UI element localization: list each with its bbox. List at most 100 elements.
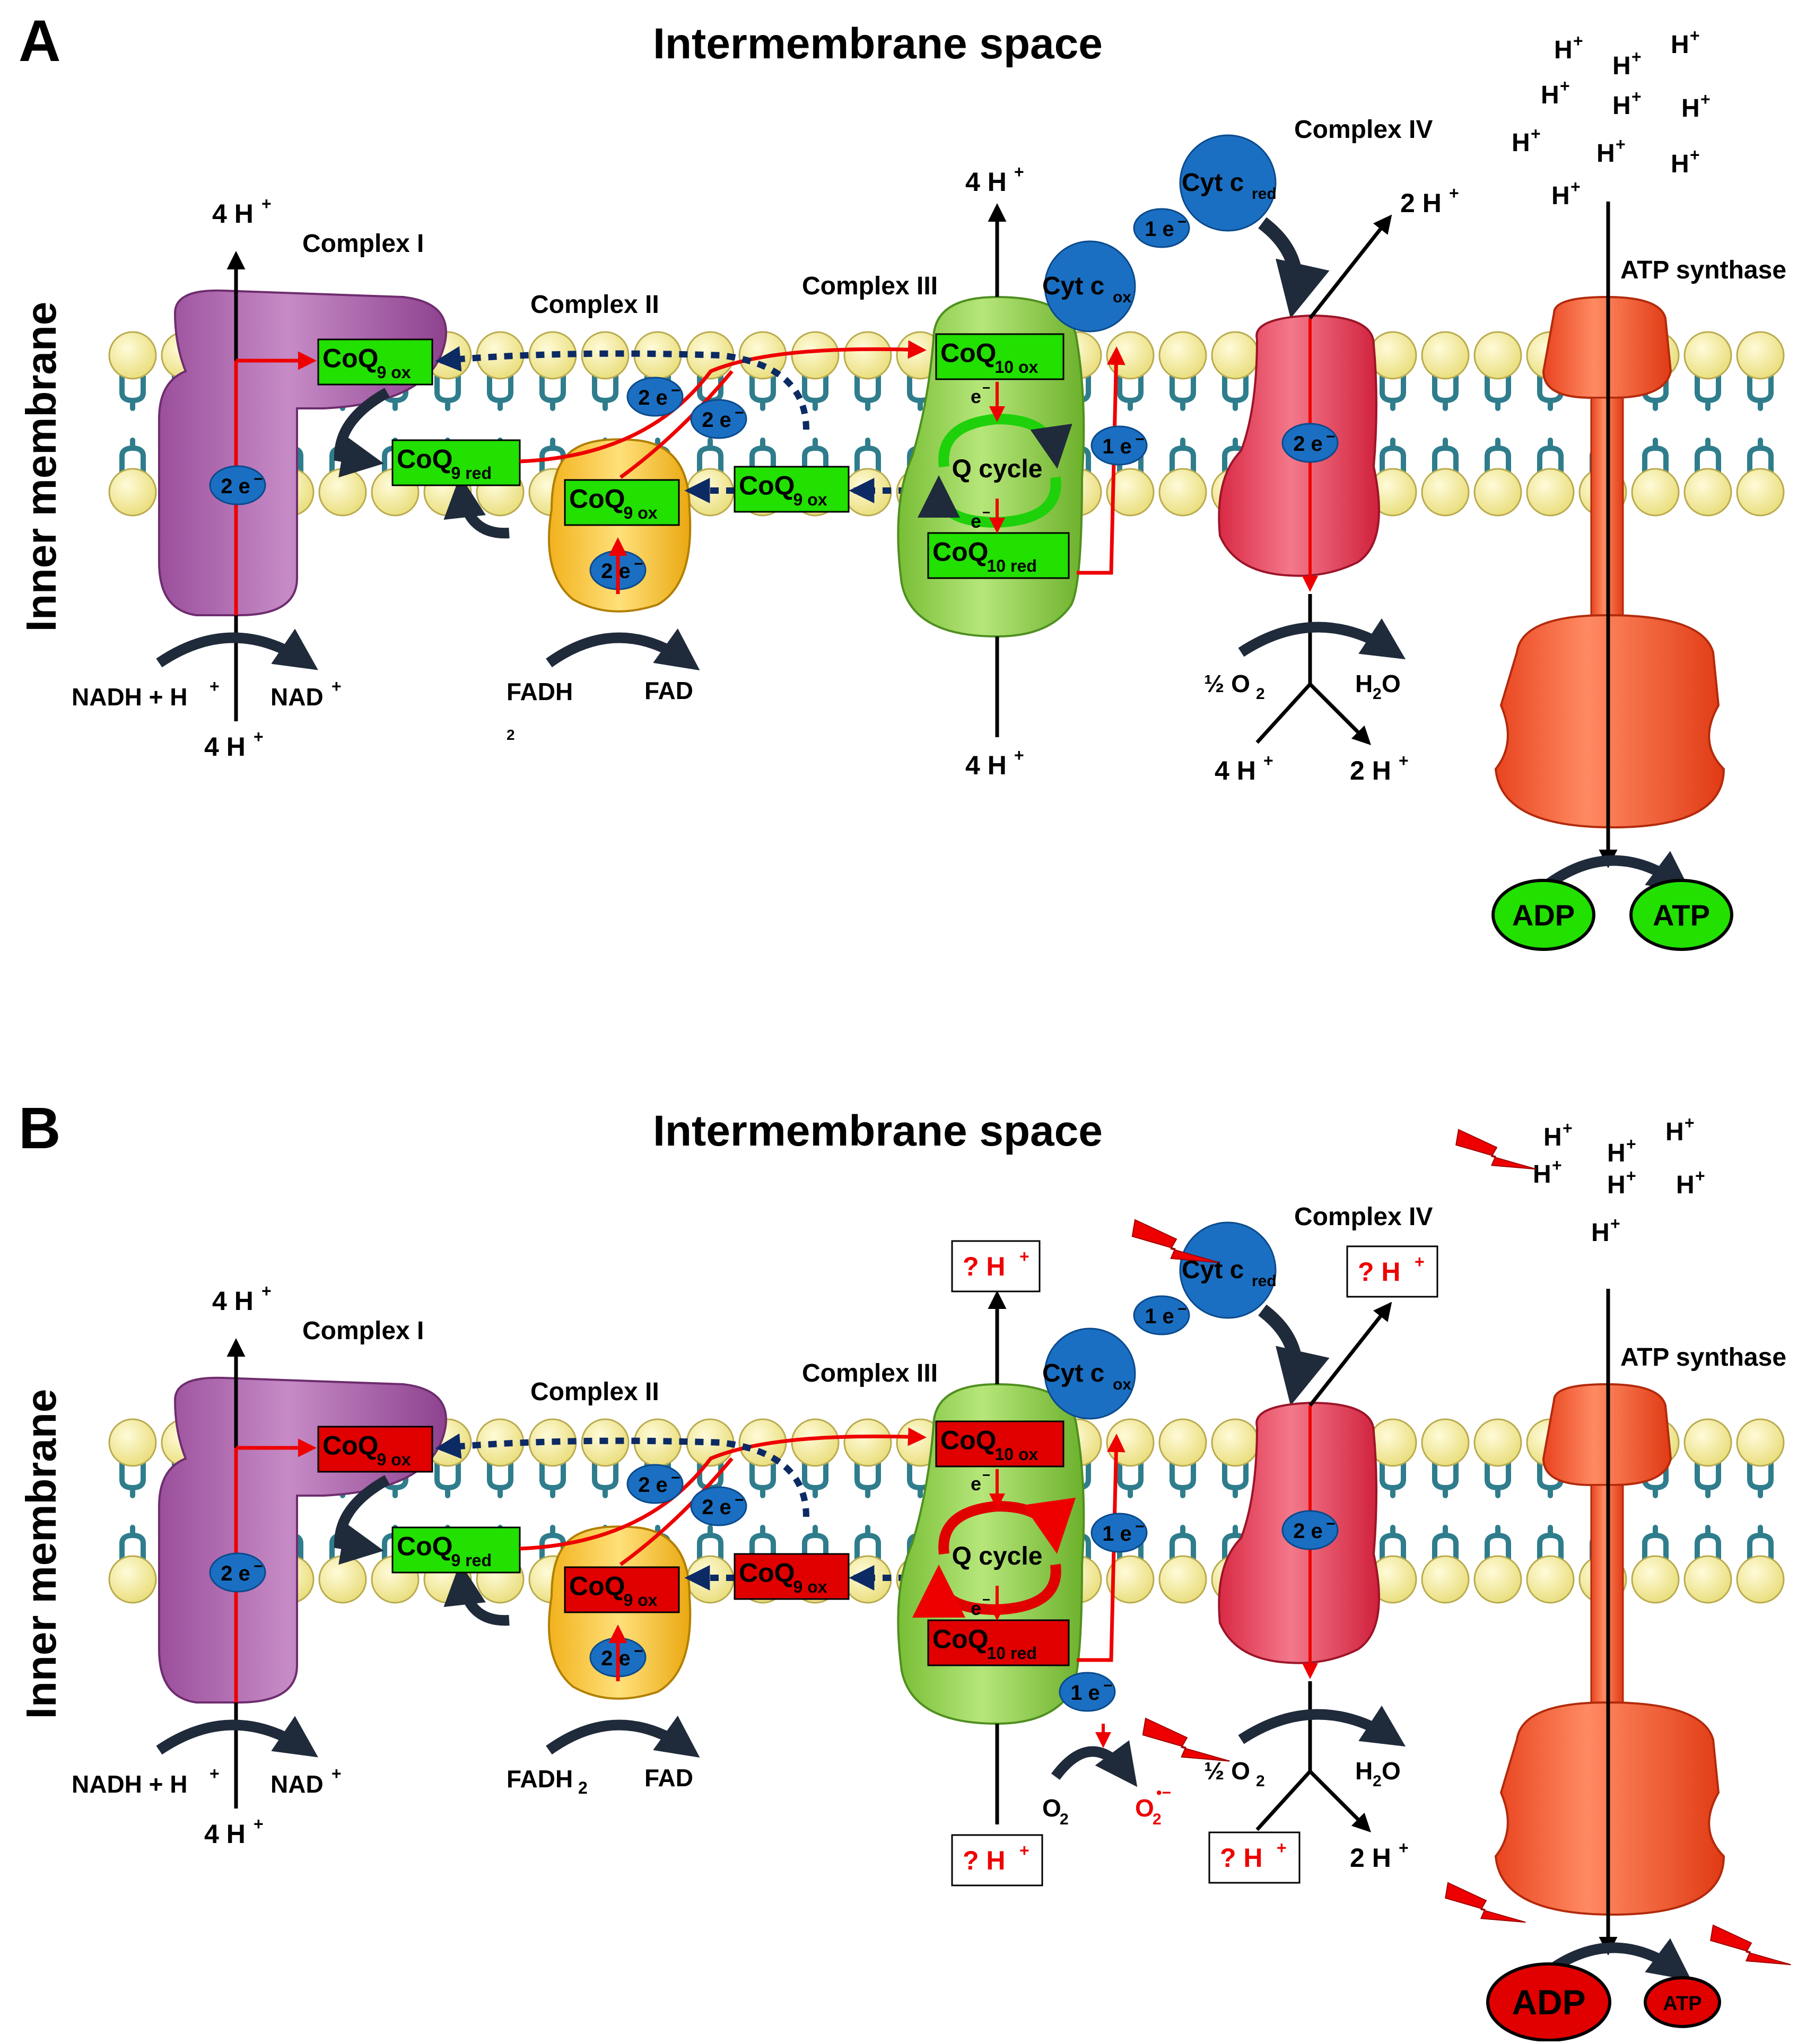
plus-sign: + [210, 677, 220, 696]
lipid-head-inner [1526, 468, 1575, 517]
electron-charge: − [1135, 1518, 1145, 1535]
lipid-tail-lower [1537, 1525, 1564, 1567]
q-cycle-label: Q cycle [952, 455, 1043, 483]
coq-rect [564, 479, 680, 526]
complex-ii-to-complex-iii-path [619, 370, 734, 479]
oxygen-to-water-arrow [1238, 1705, 1406, 1747]
intermembrane-space-title: Intermembrane space [653, 1107, 1103, 1155]
lipid-head-inner [1473, 468, 1522, 517]
electron-label: 2 e [702, 1496, 731, 1519]
coq-rect [927, 1619, 1070, 1666]
o2-subscript: 2 [1256, 685, 1265, 703]
lipid-head-inner [1631, 1555, 1680, 1604]
complex-iii-label: Complex III [802, 1359, 938, 1387]
electron-oval [690, 1486, 747, 1526]
electron-badge: 1 e− [1090, 1513, 1148, 1553]
lipid-head-outer [1421, 331, 1470, 380]
lipid-head-inner [1421, 1555, 1470, 1604]
electron-charge: − [254, 470, 263, 488]
unknown-protons: ? H [963, 1252, 1006, 1281]
lipid-tail-lower [119, 1525, 146, 1567]
lipid-tail-lower [749, 1525, 776, 1567]
plus-sign: + [1685, 1113, 1695, 1132]
lipid-tail-lower [1747, 438, 1774, 480]
lipid-tail-lower [1747, 1525, 1774, 1567]
atp-oval [1644, 1976, 1721, 2028]
cyt-c-red-subscript: red [1252, 185, 1277, 203]
lipid-tail-lower [1432, 1525, 1459, 1567]
plus-sign: + [1277, 1838, 1287, 1857]
coq-subscript: 9 ox [377, 1450, 411, 1469]
proton-h: H [1671, 150, 1689, 178]
lipid-head-outer [1106, 331, 1155, 380]
lipid-tail-lower [1695, 1525, 1721, 1567]
plus-sign: + [1563, 1119, 1573, 1138]
complex-iii-to-cyt-c-path [1077, 346, 1125, 575]
coq-recycle-dotted-arrow [435, 346, 809, 430]
lipid-tail-lower [854, 1525, 881, 1567]
cyt-c-ox-circle [1044, 1327, 1136, 1420]
plus-sign: + [261, 1281, 272, 1300]
coq-rect [935, 1420, 1064, 1468]
electron-oval [1133, 208, 1190, 248]
adp-label: ADP [1512, 898, 1575, 932]
adp-to-atp-arrow [1543, 1938, 1692, 1981]
lipid-head-outer [1421, 1418, 1470, 1467]
coq-subscript: 9 red [451, 464, 492, 483]
lipid-head-outer [1158, 1418, 1207, 1467]
lipid-tail-upper [1642, 1456, 1669, 1498]
lipid-tail-upper [1747, 1456, 1774, 1498]
complex-i-recycle-arrow [334, 1475, 390, 1565]
proton-h: H [1671, 31, 1689, 59]
complex-iv-proton-branch [1255, 683, 1312, 744]
lipid-head-outer [108, 1418, 157, 1467]
o2-to-superoxide-arrow [1051, 1740, 1138, 1787]
lipid-head-outer [1211, 1418, 1260, 1467]
electron-charge: − [671, 382, 680, 399]
plus-sign: + [1014, 162, 1024, 181]
proton-h: H [1607, 1171, 1626, 1199]
lipid-head-outer [476, 331, 525, 380]
cytochrome-c-oxidized [1044, 1327, 1136, 1420]
plus-sign: + [1399, 751, 1409, 770]
electron-badge: 2 e− [690, 399, 747, 439]
proton-cloud: H+H+H+H+H+H+H+H+H+H+ [1512, 26, 1711, 210]
coq-label: CoQ [940, 338, 997, 368]
plus-sign: + [1695, 1166, 1705, 1185]
lipid-tail-upper [1117, 1456, 1144, 1498]
coq-subscript: 9 ox [377, 363, 411, 382]
coq-rect [564, 1566, 680, 1613]
lipid-tail-lower [1380, 438, 1406, 480]
coq-subscript: 9 ox [793, 490, 827, 509]
lipid-head-outer [1473, 331, 1522, 380]
h2o-label-h: H [1355, 670, 1373, 697]
lipid-tail-lower [854, 438, 881, 480]
panel-letter: A [19, 8, 60, 74]
electron-charge: − [634, 555, 643, 573]
nad-label: NAD [270, 683, 324, 711]
cytochrome-c-oxidized [1044, 240, 1136, 333]
plus-sign: + [1631, 47, 1642, 66]
complex-iv-in-protons-2: 2 H [1350, 756, 1391, 785]
q-cycle-label: Q cycle [952, 1542, 1043, 1570]
complex-iv-proton-in-arrow [1308, 683, 1371, 745]
complex-i-bottom-protons: 4 H [204, 732, 246, 762]
electron-charge: − [671, 1469, 680, 1487]
o2-subscript: 2 [1256, 1772, 1265, 1790]
h2o-label-o: O [1382, 670, 1401, 697]
lipid-tail-lower [1485, 1525, 1511, 1567]
electron-label: 1 e [1102, 435, 1132, 458]
electron-label: 2 e [221, 1562, 250, 1585]
lipid-tail-lower [1642, 438, 1669, 480]
proton-h: H [1612, 52, 1631, 80]
intermembrane-space-title: Intermembrane space [653, 20, 1103, 68]
electron-oval [1090, 425, 1148, 466]
lipid-head-inner [1736, 468, 1785, 517]
proton-h: H [1676, 1171, 1695, 1199]
fad-label: FAD [644, 677, 693, 704]
electron-charge: − [1177, 213, 1187, 231]
proton-h: H [1533, 1160, 1551, 1189]
coq-label: CoQ [397, 444, 453, 474]
